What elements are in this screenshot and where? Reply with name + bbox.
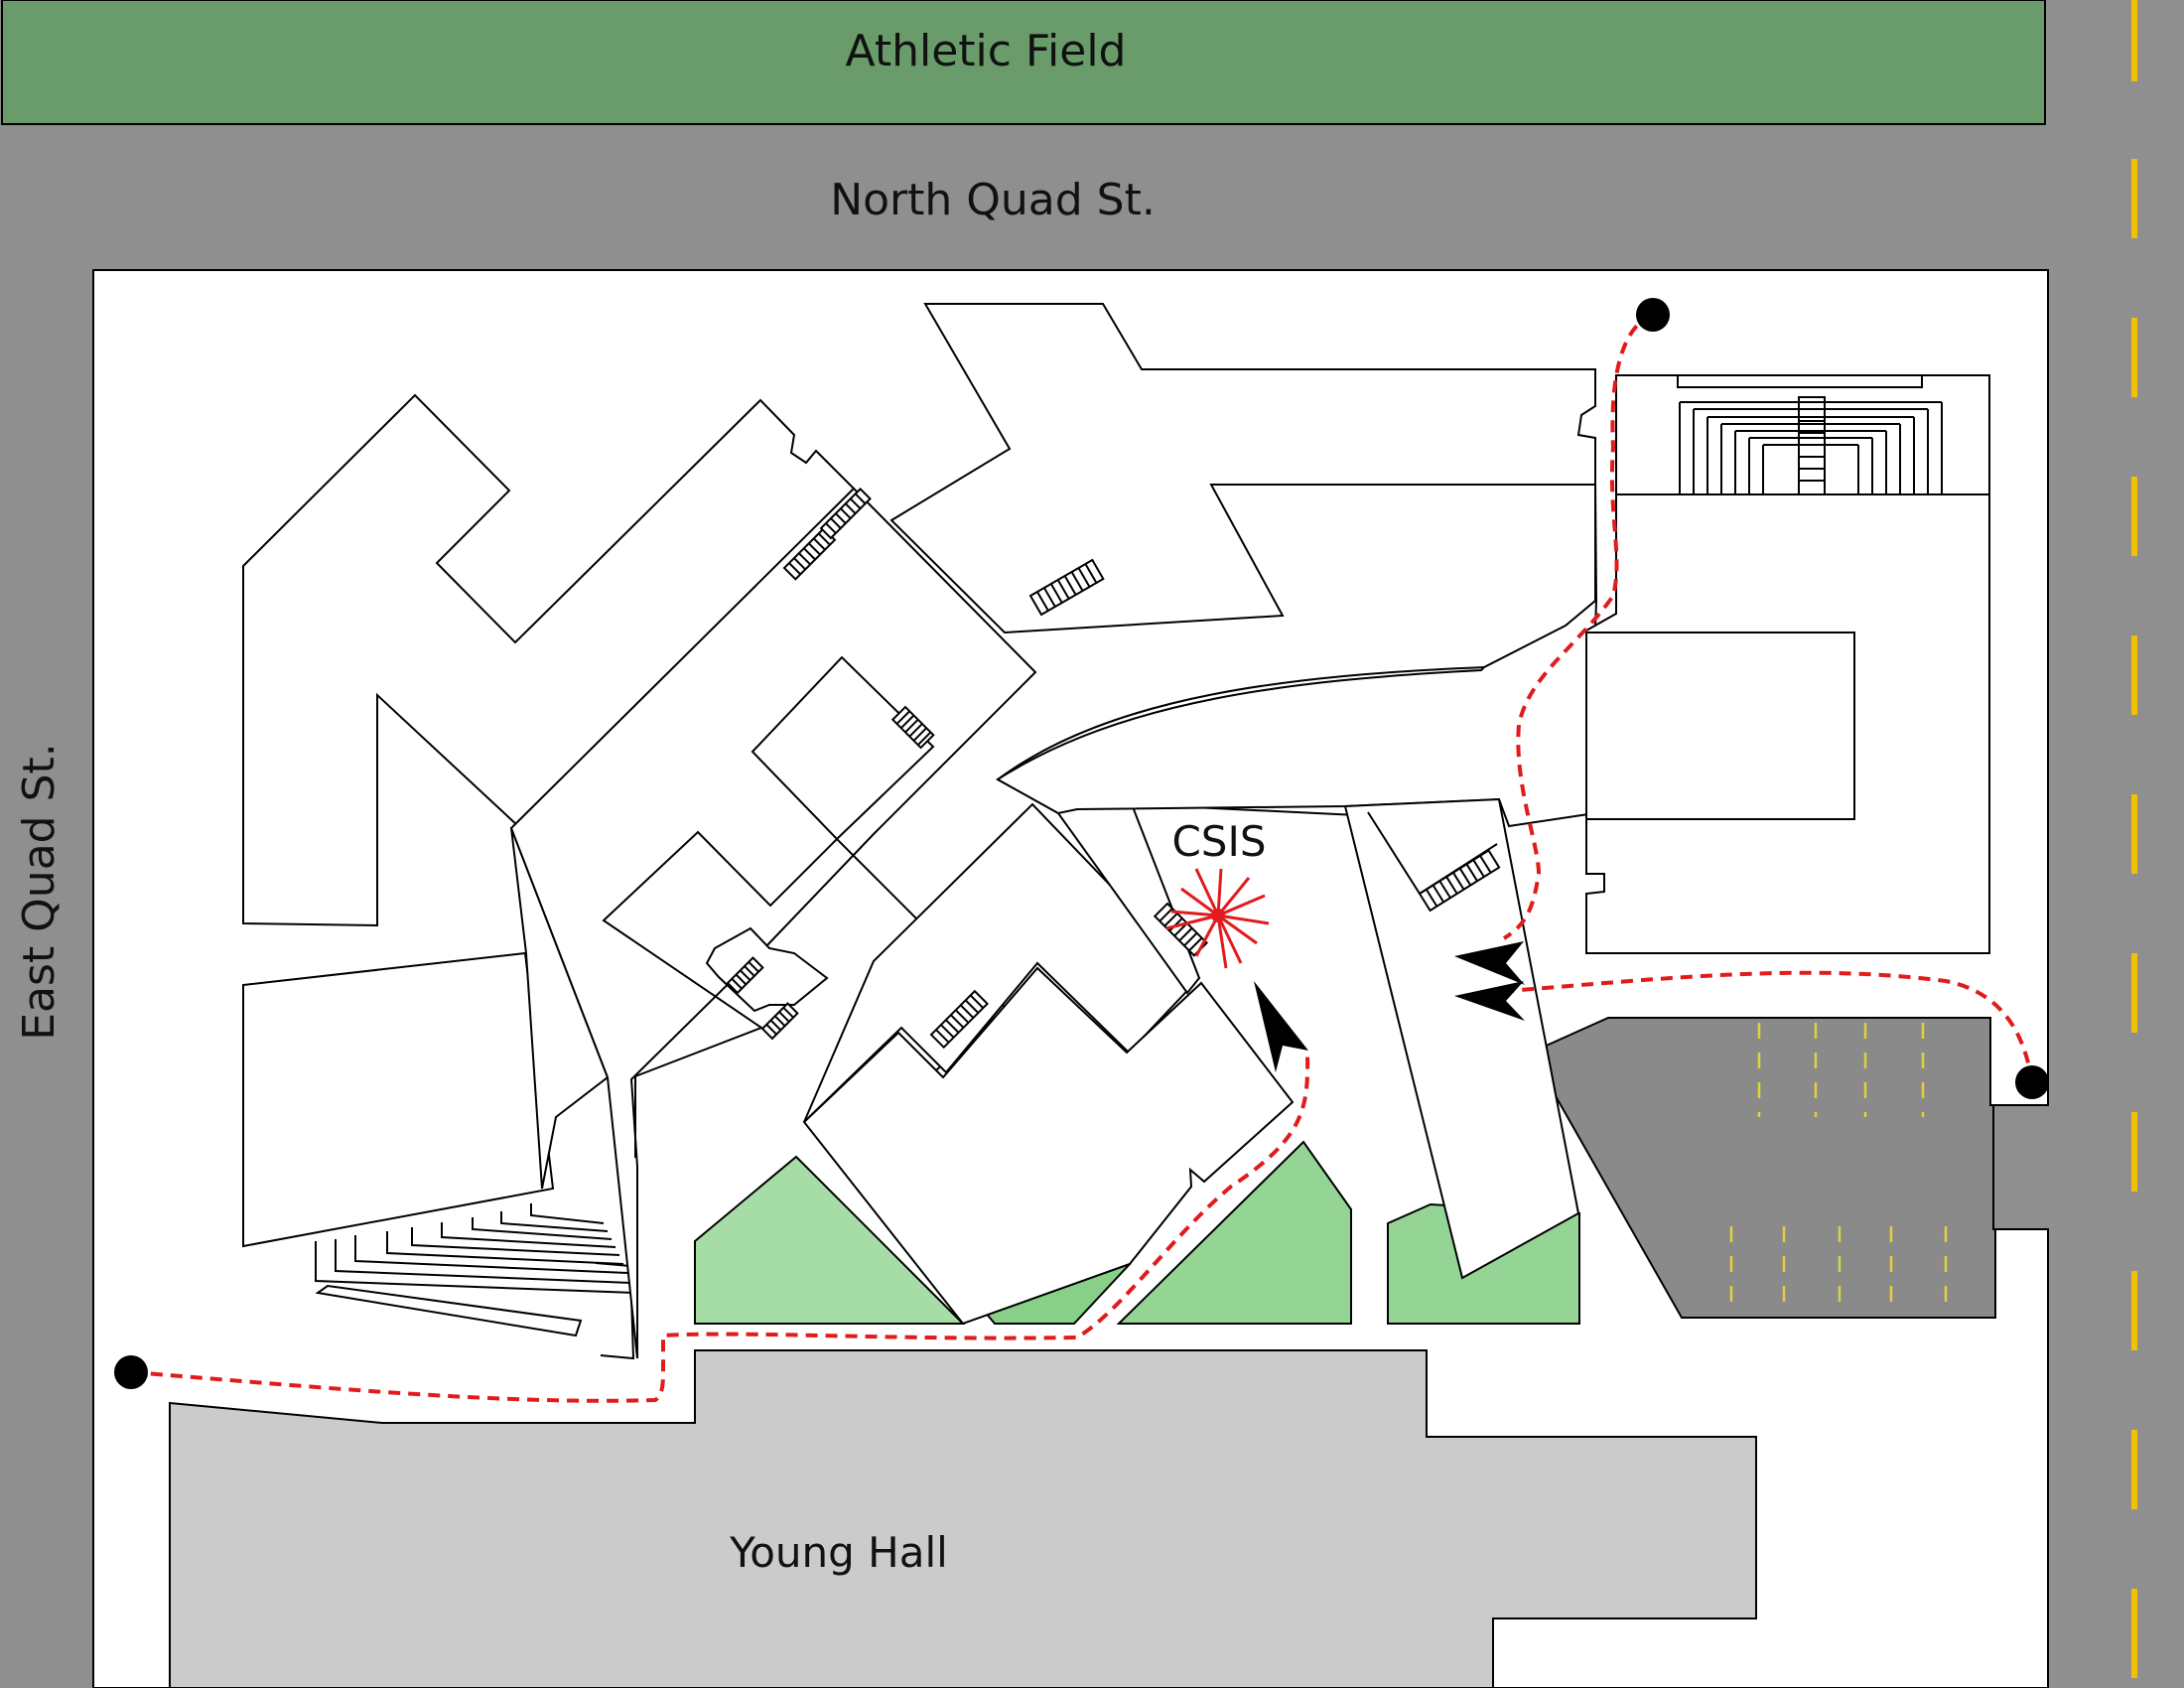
route-start-west-dot xyxy=(114,1355,148,1389)
campus-buildings xyxy=(242,303,1990,1360)
arrow-west-direction-icon-2 xyxy=(1454,981,1525,1021)
staircases xyxy=(726,487,1501,1050)
route-from-north xyxy=(1502,313,1654,940)
young-hall xyxy=(169,1349,1757,1688)
route-from-west xyxy=(130,1052,1310,1403)
red-star-burst-icon xyxy=(1165,868,1270,969)
route-start-east-dot xyxy=(2015,1065,2049,1099)
arrow-west-direction-icon-1 xyxy=(1454,941,1525,985)
athletic-field-label: Athletic Field xyxy=(846,26,1127,76)
arrow-north-direction-icon xyxy=(1254,981,1308,1072)
east-quad-street-label: East Quad St. xyxy=(14,743,65,1041)
athletic-field xyxy=(1,0,2046,125)
csis-destination-label: CSIS xyxy=(1171,817,1266,866)
route-start-north-dot xyxy=(1636,298,1670,332)
young-hall-label: Young Hall xyxy=(729,1528,948,1577)
route-from-east xyxy=(1508,970,2034,1083)
parking-lot xyxy=(1529,1017,1996,1319)
walking-routes xyxy=(130,313,2034,1403)
north-quad-street-label: North Quad St. xyxy=(830,175,1156,225)
